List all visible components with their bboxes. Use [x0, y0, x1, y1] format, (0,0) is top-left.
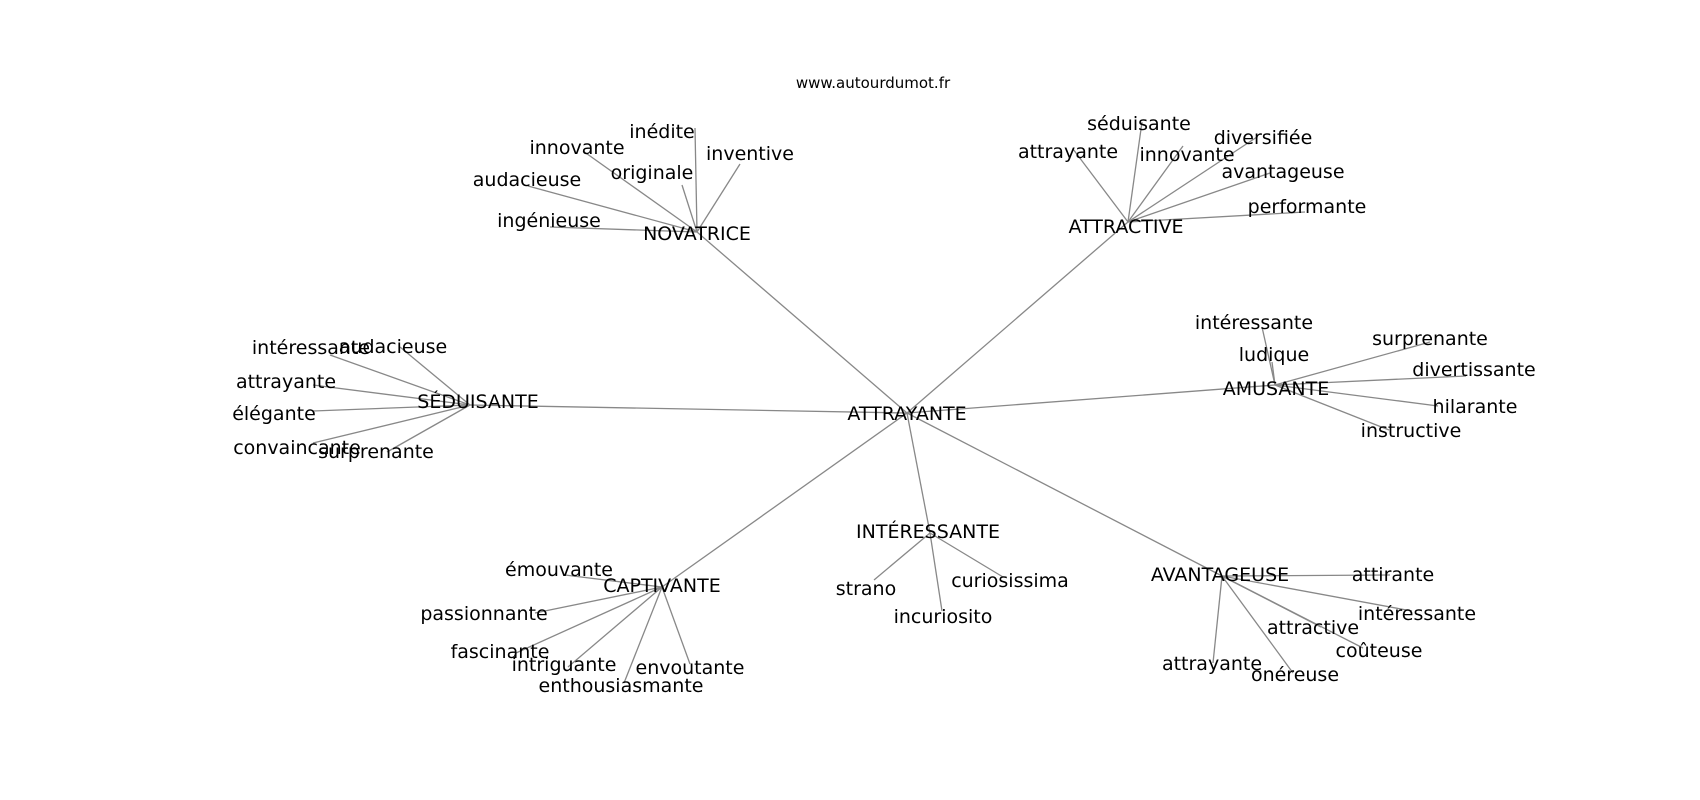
edge-center-hub [906, 412, 1223, 577]
edge-hub-leaf [1221, 575, 1413, 612]
edge-hub-leaf [564, 574, 663, 588]
edge-hub-leaf [386, 404, 471, 453]
leaf-node-label: attrayante [236, 371, 336, 393]
leaf-node-label: attirante [1352, 564, 1434, 586]
edge-hub-leaf [1261, 326, 1276, 386]
leaf-node-label: élégante [232, 403, 316, 425]
edge-hub-leaf [1221, 575, 1294, 674]
edge-hub-leaf [696, 163, 741, 233]
leaf-node-label: originale [611, 162, 694, 184]
hub-node-label: AVANTAGEUSE [1151, 564, 1289, 586]
edge-hub-leaf [1274, 375, 1467, 386]
leaf-node-label: fascinante [451, 641, 550, 663]
edge-hub-leaf [1221, 575, 1364, 649]
edge-hub-leaf [1127, 121, 1143, 223]
edge-hub-leaf [399, 346, 471, 406]
leaf-node-label: innovante [529, 137, 624, 159]
leaf-node-label: incuriosito [894, 606, 993, 628]
leaf-node-label: audacieuse [473, 169, 581, 191]
edge-hub-leaf [329, 354, 471, 406]
edge-hub-leaf [312, 384, 471, 406]
leaf-node-label: onéreuse [1251, 664, 1339, 686]
hub-node-label: AMUSANTE [1223, 378, 1330, 400]
edge-hub-leaf [567, 586, 663, 668]
leaf-node-label: audacieuse [339, 336, 447, 358]
edge-hub-leaf [1212, 575, 1223, 664]
edge-hub-leaf [1274, 384, 1390, 431]
leaf-node-label: inventive [706, 143, 794, 165]
leaf-node-label: diversifiée [1214, 127, 1313, 149]
edge-hub-leaf [549, 226, 698, 233]
edge-hub-leaf [1274, 384, 1439, 407]
edge-hub-leaf [515, 586, 663, 654]
leaf-node-label: curiosissima [951, 570, 1069, 592]
leaf-node-label: intriguante [512, 654, 617, 676]
leaf-node-label: intéressante [1195, 312, 1313, 334]
leaf-node-label: intéressante [1358, 603, 1476, 625]
edge-hub-leaf [661, 586, 691, 665]
leaf-node-label: avantageuse [1221, 161, 1344, 183]
edge-center-hub [661, 412, 908, 588]
edge-center-hub [469, 404, 908, 414]
edge-hub-leaf [694, 127, 698, 233]
edge-hub-leaf [312, 404, 471, 412]
edge-hub-leaf [582, 150, 698, 233]
edge-hub-leaf [1271, 361, 1276, 386]
leaf-node-label: ingénieuse [497, 210, 601, 232]
edge-center-hub [696, 231, 908, 414]
leaf-node-label: envoutante [636, 657, 745, 679]
leaf-node-label: hilarante [1433, 396, 1518, 418]
edge-hub-leaf [1127, 136, 1258, 223]
source-label: www.autourdumot.fr [796, 74, 951, 92]
edge-hub-leaf [312, 404, 471, 444]
leaf-node-label: émouvante [505, 559, 613, 581]
edge-hub-leaf [681, 184, 698, 233]
leaf-node-label: convaincante [233, 437, 361, 459]
leaf-node-label: instructive [1361, 420, 1462, 442]
leaf-node-label: attrayante [1162, 653, 1262, 675]
hub-node-label: CAPTIVANTE [603, 575, 721, 597]
leaf-node-label: passionnante [420, 603, 547, 625]
hub-node-label: INTÉRESSANTE [856, 520, 1000, 543]
leaf-node-label: performante [1248, 196, 1367, 218]
center-node-label: ATTRAYANTE [847, 403, 966, 425]
hub-node-label: ATTRACTIVE [1069, 216, 1184, 238]
leaf-node-label: surprenante [318, 441, 434, 463]
leaf-node-label: intéressante [252, 337, 370, 359]
leaf-node-label: inédite [629, 121, 695, 143]
edge-hub-leaf [527, 185, 698, 233]
graph-labels: ATTRAYANTENOVATRICEinéditeinnovanteorigi… [232, 113, 1535, 697]
leaf-node-label: coûteuse [1336, 640, 1423, 662]
edge-hub-leaf [1127, 172, 1271, 223]
leaf-node-label: ludique [1239, 344, 1309, 366]
edge-hub-leaf [873, 532, 931, 581]
leaf-node-label: divertissante [1412, 359, 1535, 381]
leaf-node-label: strano [836, 578, 896, 600]
hub-node-label: SÉDUISANTE [417, 390, 538, 413]
edge-hub-leaf [1221, 574, 1391, 577]
edge-hub-leaf [1274, 341, 1431, 386]
leaf-node-label: enthousiasmante [539, 675, 704, 697]
graph-edges [312, 121, 1467, 684]
leaf-node-label: attractive [1267, 617, 1359, 639]
edge-hub-leaf [929, 532, 1004, 578]
edge-hub-leaf [534, 586, 663, 614]
edge-center-hub [906, 412, 931, 534]
edge-hub-leaf [623, 586, 663, 684]
leaf-node-label: surprenante [1372, 328, 1488, 350]
leaf-node-label: innovante [1139, 144, 1234, 166]
hub-node-label: NOVATRICE [643, 223, 751, 245]
edge-center-hub [906, 384, 1276, 414]
edge-hub-leaf [1072, 148, 1129, 223]
leaf-node-label: séduisante [1087, 113, 1191, 135]
leaf-node-label: attrayante [1018, 141, 1118, 163]
edge-hub-leaf [1127, 145, 1184, 223]
edge-hub-leaf [1127, 211, 1306, 223]
edge-hub-leaf [929, 532, 943, 612]
edge-center-hub [906, 221, 1129, 414]
